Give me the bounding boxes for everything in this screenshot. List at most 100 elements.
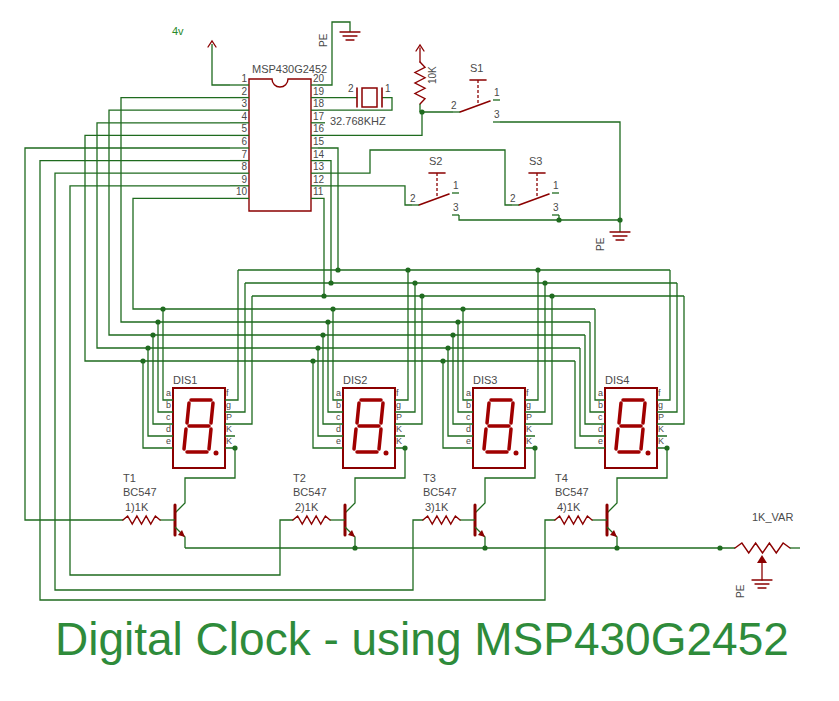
junction-dot [440,358,445,363]
pin-number: 10 [236,187,247,197]
resistor-symbol [123,516,160,524]
pin-number: 1 [494,88,500,98]
pin-number: 2 [348,84,354,94]
display-segment [619,450,639,454]
wire [25,148,230,520]
schematic-label: K [658,437,664,446]
wire [330,519,345,520]
pin-number: 16 [313,124,324,134]
wire [475,436,535,513]
seven-segment-display [173,388,225,468]
pin-number: 11 [313,187,323,197]
wire [592,519,607,520]
junction-dot [402,445,407,450]
schematic-label: 4v [172,26,184,37]
schematic-label: 1K_VAR [752,512,793,523]
junction-dot [328,280,333,285]
pin-number: 1 [385,84,391,94]
supply-arrow [416,45,424,51]
wire [163,309,173,400]
schematic-label: PE [596,238,606,251]
wire [493,121,500,122]
potentiometer-symbol [757,555,767,563]
wire [607,527,617,548]
schematic-label: d [336,425,341,434]
wire [311,147,318,148]
wire [311,84,318,85]
display-segment [184,429,186,449]
wire [40,161,555,600]
schematic-label: K [396,437,402,446]
junction-dot [160,306,165,311]
display-segment [381,403,383,423]
wire [395,270,408,400]
schematic-label: f [396,389,399,398]
wire [318,198,324,296]
display-segment [187,450,207,454]
pin-number: 15 [313,137,324,147]
junction-dot [450,332,455,337]
pin-number: 19 [313,87,324,97]
schematic-label: 2)1K [295,502,318,513]
schematic-label: K [526,437,532,446]
wire [318,186,412,205]
wire [230,110,249,111]
transistor-symbol [610,530,617,537]
schematic-label: DIS1 [173,375,197,386]
pin-number: 5 [241,124,247,134]
pin-number: 2 [451,101,457,111]
junction-dot [412,280,417,285]
schematic-label: f [658,389,661,398]
pin-number: 6 [241,137,247,147]
display-segment [209,429,211,449]
resistor-symbol [415,62,425,104]
schematic-label: 32.768KHZ [330,116,386,127]
display-segment [514,451,519,456]
wire [500,122,620,232]
junction-dot [717,545,722,550]
transistor-symbol [178,530,185,537]
resistor-symbol [293,516,330,524]
wire [395,283,415,412]
schematic-label: BC547 [423,487,457,498]
junction-dot [315,345,320,350]
wire [153,335,173,424]
display-segment [357,403,359,423]
pin-number: 12 [313,175,324,185]
wire [230,185,249,186]
wire [395,296,422,424]
pin-number: 18 [313,99,324,109]
resistor-symbol [419,48,420,62]
display-segment [491,398,511,402]
switch-symbol [519,194,549,205]
schematic-label: PE [319,34,329,47]
wire [525,270,538,400]
schematic-label: f [526,389,529,398]
junction-dot [321,293,326,298]
wire [225,296,252,424]
display-segment [621,424,641,428]
display-segment [379,429,381,449]
display-segment [361,398,381,402]
wire [143,361,173,448]
display-segment [616,429,618,449]
display-segment [189,424,209,428]
supply-arrow [208,41,216,47]
wire [525,283,545,412]
wire [657,270,670,400]
wire [311,135,318,136]
display-segment [487,403,489,423]
wire [657,296,684,424]
pin-number: 3 [553,203,559,213]
wire [525,296,552,424]
junction-dot [145,345,150,350]
schematic-label: e [598,437,603,446]
junction-dot [419,293,424,298]
junction-dot [140,358,145,363]
schematic-label: b [166,401,171,410]
junction-dot [310,358,315,363]
pin-number: 17 [313,112,324,122]
diagram-title: Digital Clock - using MSP430G2452 [55,616,789,662]
wire [311,160,318,161]
